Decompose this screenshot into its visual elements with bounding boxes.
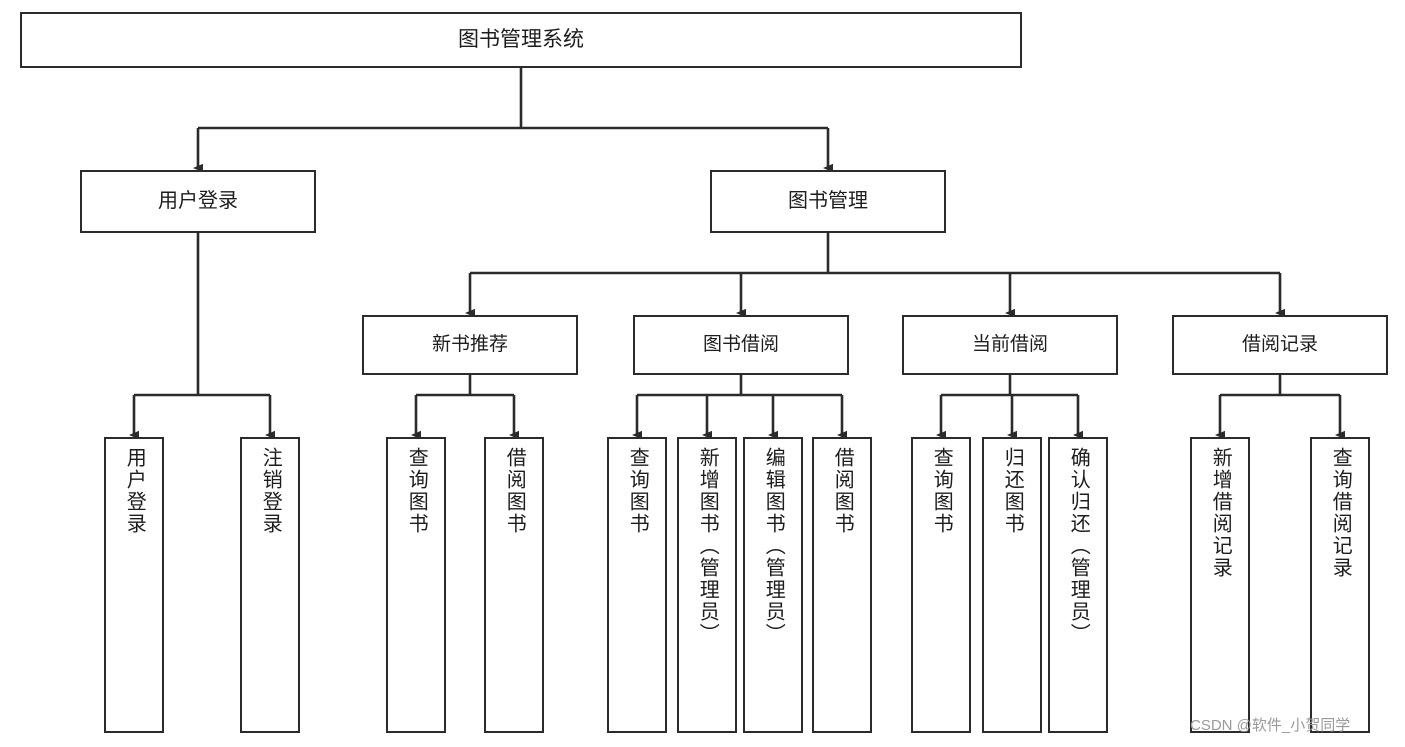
node-book-borrow[interactable]: 图书借阅 [633, 315, 849, 375]
node-label: 查询借阅记录 [1329, 447, 1352, 579]
node-label: 当前借阅 [971, 334, 1048, 356]
node-root[interactable]: 图书管理系统 [20, 12, 1022, 68]
node-new-book-rec[interactable]: 新书推荐 [362, 315, 578, 375]
node-leaf-bb-borrow[interactable]: 借阅图书 [812, 437, 872, 733]
node-label: 借阅记录 [1241, 334, 1318, 356]
node-leaf-br-query[interactable]: 查询借阅记录 [1310, 437, 1370, 733]
node-leaf-cb-return[interactable]: 归还图书 [982, 437, 1042, 733]
node-label: 用户登录 [158, 190, 238, 213]
node-label: 新增借阅记录 [1209, 447, 1232, 579]
node-label: 编辑图书（管理员） [762, 447, 785, 645]
node-label: 确认归还（管理员） [1067, 447, 1090, 645]
node-borrow-record[interactable]: 借阅记录 [1172, 315, 1388, 375]
node-label: 图书借阅 [702, 334, 779, 356]
node-label: 归还图书 [1001, 447, 1024, 535]
node-leaf-cb-query[interactable]: 查询图书 [911, 437, 971, 733]
node-leaf-bb-edit[interactable]: 编辑图书（管理员） [743, 437, 803, 733]
node-user-login[interactable]: 用户登录 [80, 170, 316, 233]
node-label: 查询图书 [930, 447, 953, 535]
watermark-label: CSDN @软件_小贺同学 [1190, 717, 1351, 734]
node-leaf-bb-add[interactable]: 新增图书（管理员） [677, 437, 737, 733]
node-label: 新书推荐 [431, 334, 508, 356]
node-leaf-user-logout[interactable]: 注销登录 [240, 437, 300, 733]
node-book-manage[interactable]: 图书管理 [710, 170, 946, 233]
node-label: 图书管理 [788, 190, 868, 213]
node-label: 注销登录 [259, 447, 282, 535]
node-label: 查询图书 [405, 447, 428, 535]
node-leaf-rec-query[interactable]: 查询图书 [386, 437, 446, 733]
node-label: 查询图书 [626, 447, 649, 535]
node-label: 图书管理系统 [458, 28, 584, 52]
node-leaf-bb-query[interactable]: 查询图书 [607, 437, 667, 733]
node-label: 借阅图书 [831, 447, 854, 535]
node-leaf-br-add[interactable]: 新增借阅记录 [1190, 437, 1250, 733]
node-label: 用户登录 [123, 447, 146, 535]
node-leaf-rec-borrow[interactable]: 借阅图书 [484, 437, 544, 733]
node-leaf-user-login[interactable]: 用户登录 [104, 437, 164, 733]
node-current-borrow[interactable]: 当前借阅 [902, 315, 1118, 375]
node-leaf-cb-confirm[interactable]: 确认归还（管理员） [1048, 437, 1108, 733]
node-label: 借阅图书 [503, 447, 526, 535]
node-label: 新增图书（管理员） [696, 447, 719, 645]
